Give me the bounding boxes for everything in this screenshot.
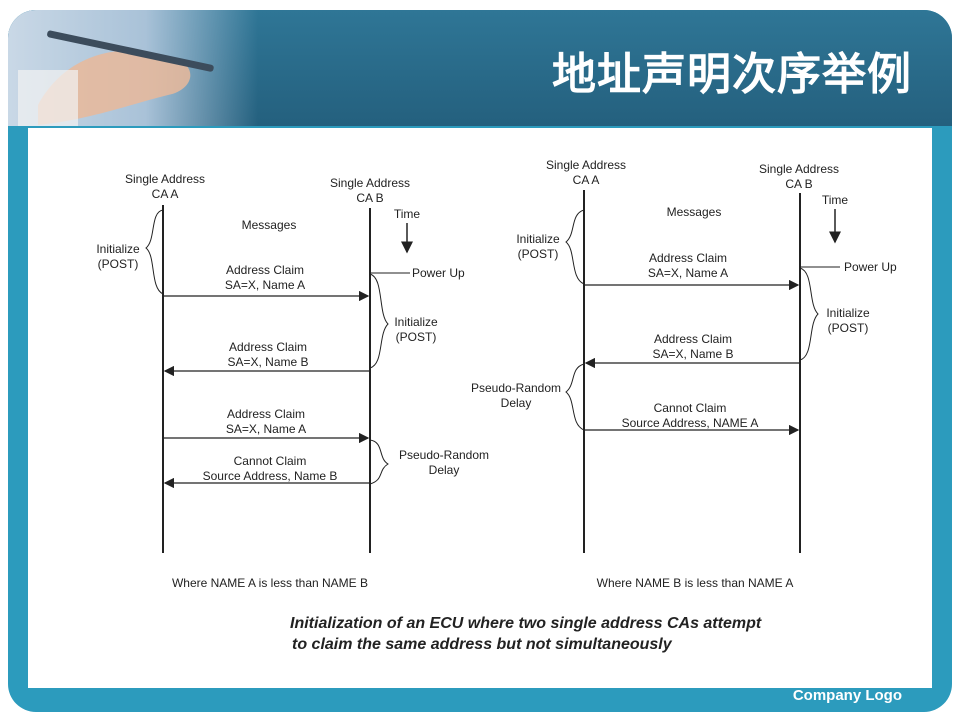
address-claim-diagrams: Single Address CA A Single Address CA B … — [28, 128, 932, 688]
left-power-up-label: Power Up — [412, 266, 465, 280]
right-delay-label-1: Pseudo-Random — [471, 381, 561, 395]
right-init-a-label-1: Initialize — [516, 232, 560, 246]
right-msg2-label-2: SA=X, Name B — [652, 347, 733, 361]
right-msg3-label-1: Cannot Claim — [654, 401, 727, 415]
right-msg3-label-2: Source Address, NAME A — [622, 416, 759, 430]
header-photo — [8, 10, 258, 126]
left-msg3-label-1: Address Claim — [227, 407, 305, 421]
slide-frame: 地址声明次序举例 Single Address CA A Single Addr… — [8, 10, 952, 712]
left-init-b-label-2: (POST) — [396, 330, 437, 344]
caption-line-2: to claim the same address but not simult… — [292, 636, 673, 653]
right-ca-a-label-1: Single Address — [546, 158, 626, 172]
left-messages-label: Messages — [242, 218, 297, 232]
hand-pen-illustration — [8, 10, 258, 126]
right-ca-b-label-1: Single Address — [759, 162, 839, 176]
right-init-b-label-2: (POST) — [828, 321, 869, 335]
slide-content: Single Address CA A Single Address CA B … — [28, 128, 932, 688]
right-delay-brace — [566, 364, 584, 430]
right-note: Where NAME B is less than NAME A — [597, 576, 794, 590]
slide-title: 地址声明次序举例 — [552, 38, 912, 102]
right-msg2-label-1: Address Claim — [654, 332, 732, 346]
left-init-a-label-2: (POST) — [98, 257, 139, 271]
slide-header: 地址声明次序举例 — [8, 10, 952, 126]
right-init-b-label-1: Initialize — [826, 306, 870, 320]
left-sequence-diagram: Single Address CA A Single Address CA B … — [96, 172, 489, 590]
right-init-a-brace — [566, 210, 584, 284]
left-ca-a-label-2: CA A — [152, 187, 179, 201]
caption-line-1: Initialization of an ECU where two singl… — [290, 615, 762, 632]
left-ca-b-label-2: CA B — [356, 191, 383, 205]
left-ca-b-label-1: Single Address — [330, 176, 410, 190]
right-msg1-label-1: Address Claim — [649, 251, 727, 265]
left-init-b-label-1: Initialize — [394, 315, 438, 329]
left-ca-a-label-1: Single Address — [125, 172, 205, 186]
right-time-label: Time — [822, 193, 849, 207]
left-msg4-label-2: Source Address, Name B — [203, 469, 338, 483]
left-msg2-label-2: SA=X, Name B — [227, 355, 308, 369]
left-delay-label-1: Pseudo-Random — [399, 448, 489, 462]
right-power-up-label: Power Up — [844, 260, 897, 274]
left-delay-brace — [370, 440, 388, 484]
left-msg1-label-1: Address Claim — [226, 263, 304, 277]
left-time-label: Time — [394, 207, 421, 221]
left-init-b-brace — [370, 274, 388, 368]
right-sequence-diagram: Single Address CA A Single Address CA B … — [471, 158, 897, 590]
left-msg3-label-2: SA=X, Name A — [226, 422, 306, 436]
left-init-a-brace — [146, 210, 163, 294]
left-msg4-label-1: Cannot Claim — [234, 454, 307, 468]
right-ca-b-label-2: CA B — [785, 177, 812, 191]
left-msg2-label-1: Address Claim — [229, 340, 307, 354]
right-ca-a-label-2: CA A — [573, 173, 600, 187]
right-messages-label: Messages — [667, 205, 722, 219]
right-init-a-label-2: (POST) — [518, 247, 559, 261]
right-msg1-label-2: SA=X, Name A — [648, 266, 728, 280]
company-logo: Company Logo — [793, 687, 902, 704]
left-init-a-label-1: Initialize — [96, 242, 140, 256]
left-note: Where NAME A is less than NAME B — [172, 576, 368, 590]
right-init-b-brace — [800, 268, 818, 360]
left-delay-label-2: Delay — [429, 463, 460, 477]
right-delay-label-2: Delay — [501, 396, 532, 410]
left-msg1-label-2: SA=X, Name A — [225, 278, 305, 292]
